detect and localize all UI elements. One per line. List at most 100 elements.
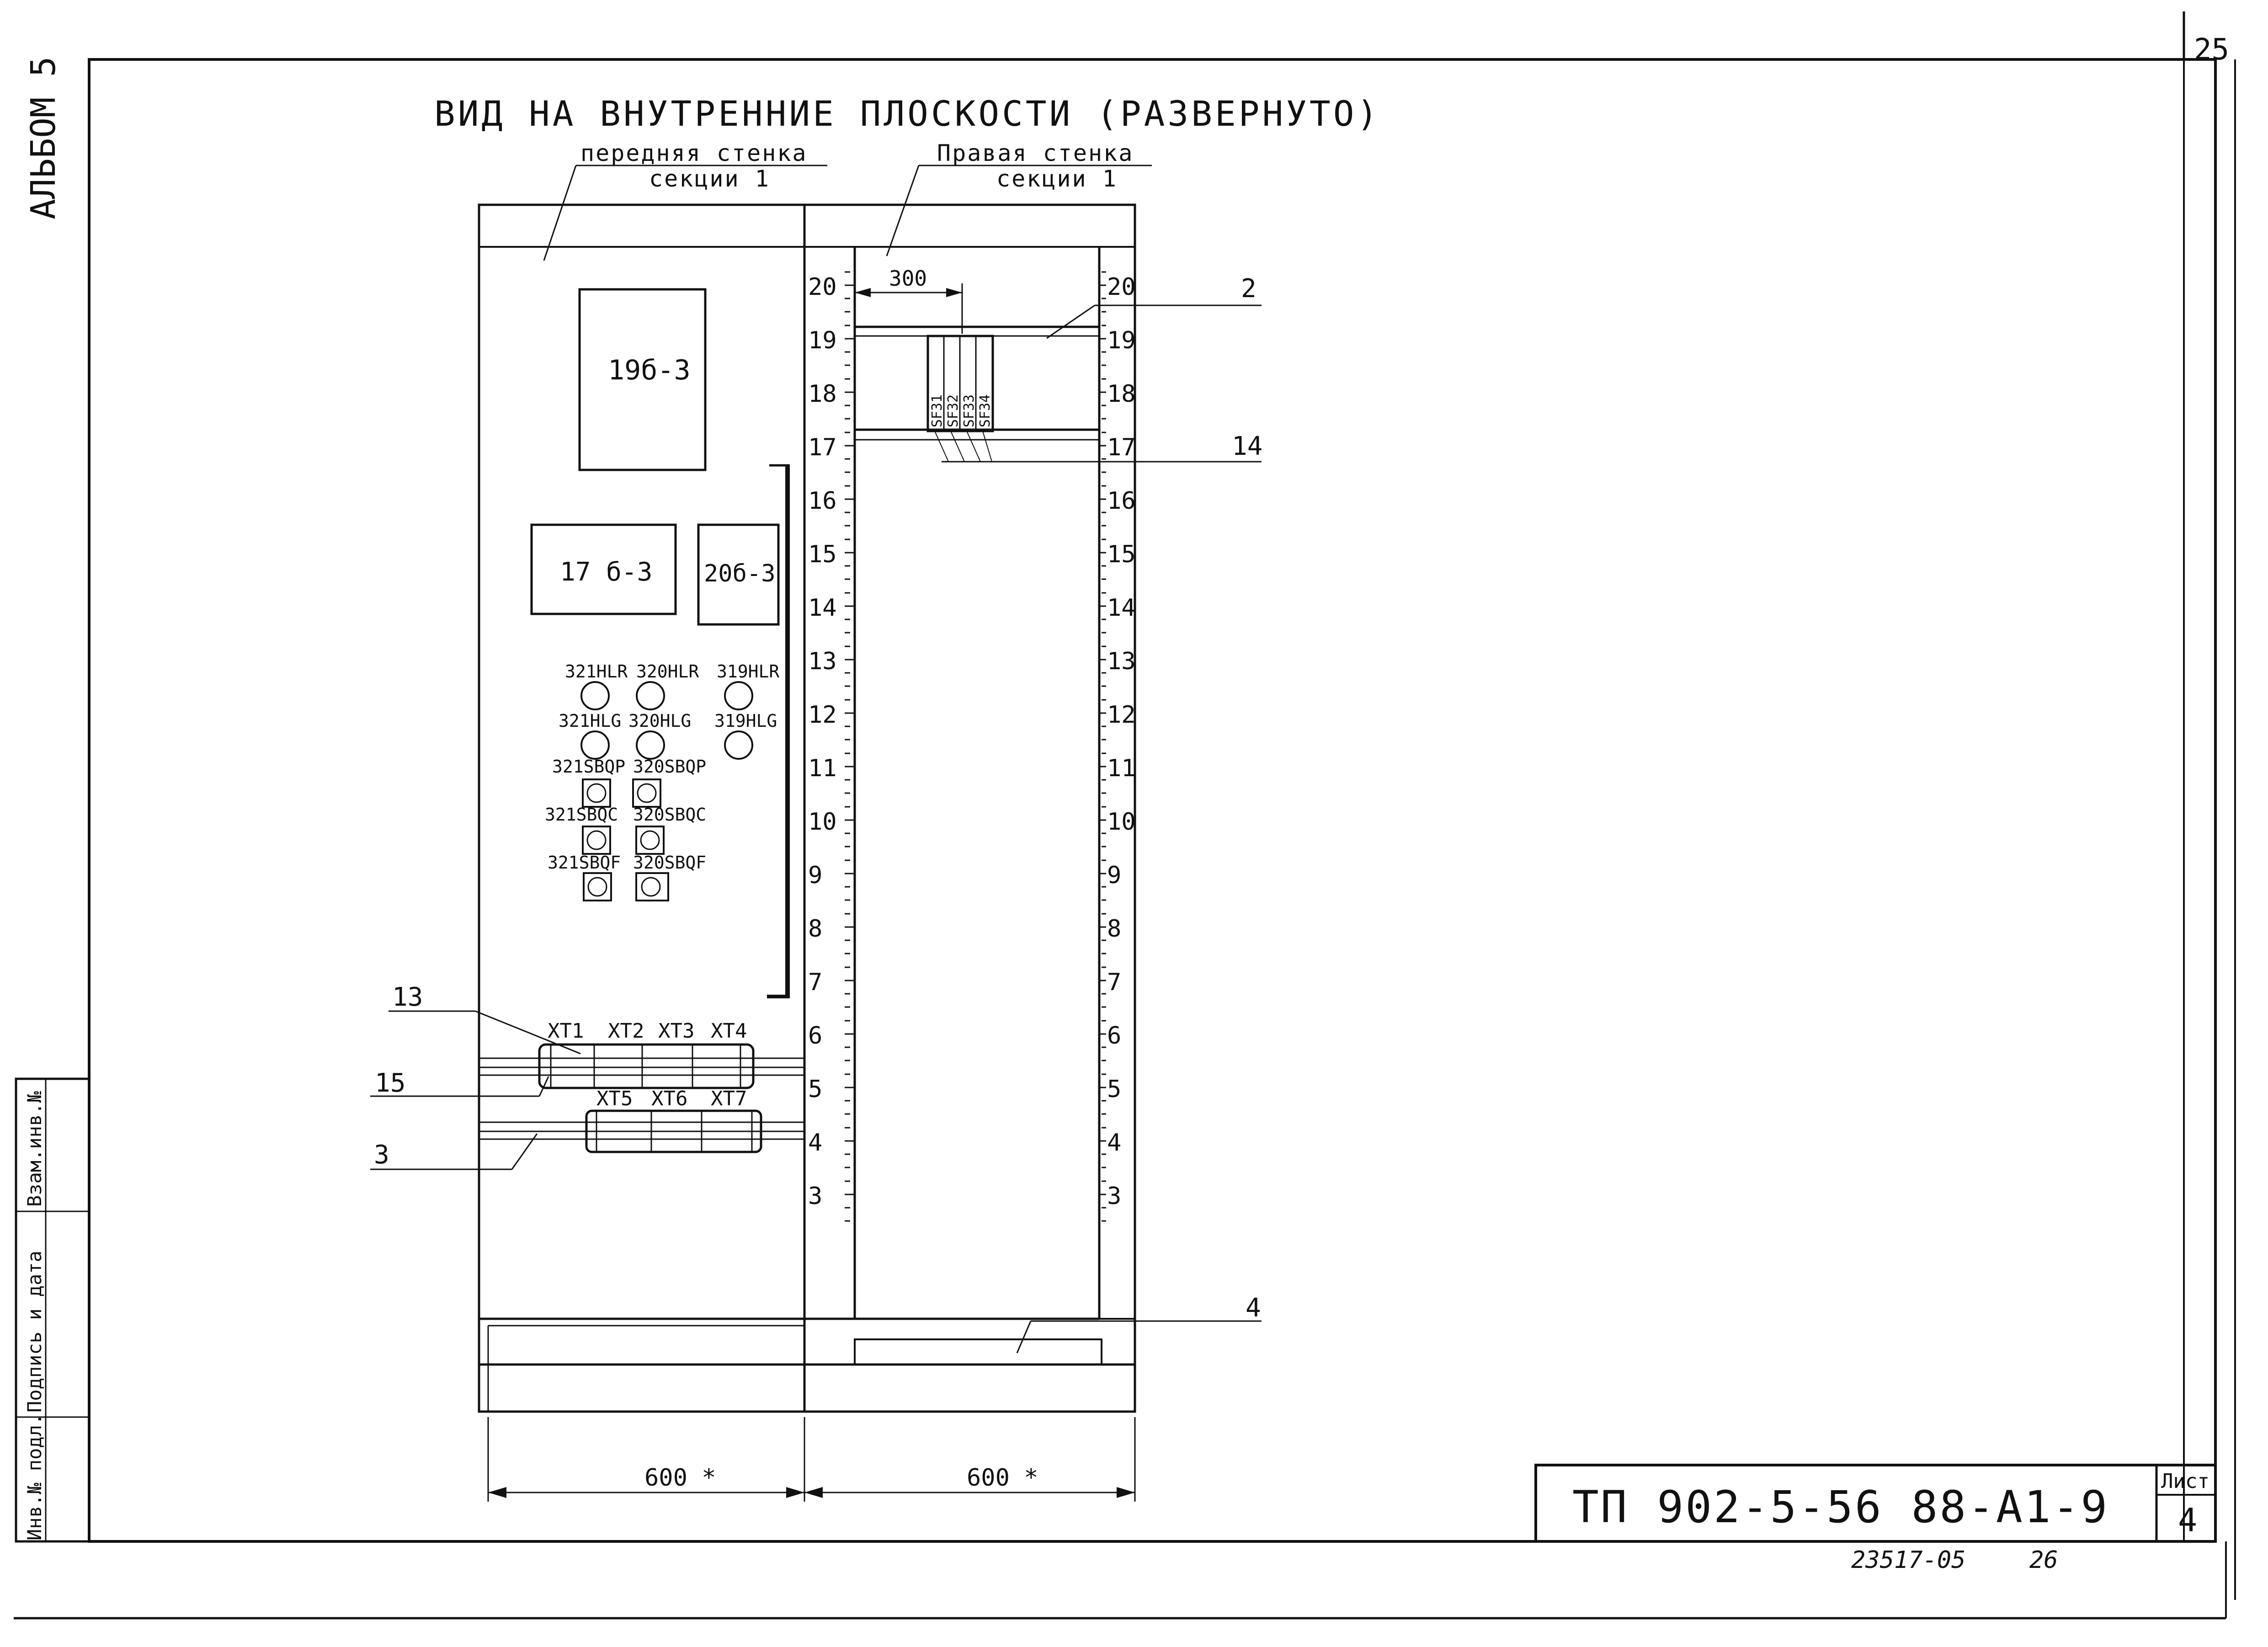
dimension-300: 300 <box>855 266 963 334</box>
stamp-label-vzam: Взам.инв.№ <box>23 1091 46 1207</box>
callout-4: 4 <box>1016 1293 1262 1354</box>
svg-text:321SBQC: 321SBQC <box>545 805 618 825</box>
page-number: 25 <box>2194 33 2229 67</box>
right-wall-label: Правая стенка секции 1 <box>886 140 1152 256</box>
svg-text:4: 4 <box>1246 1293 1261 1323</box>
svg-text:321HLG: 321HLG <box>559 711 621 731</box>
scale-number: 12 <box>808 701 837 729</box>
svg-text:15: 15 <box>375 1068 405 1098</box>
svg-text:XT4: XT4 <box>711 1019 747 1043</box>
svg-text:320SBQF: 320SBQF <box>633 853 706 873</box>
title-block: ТП 902-5-56 88-А1-9 Лист 4 23517-05 26 <box>1534 1464 2217 1574</box>
scale-number: 19 <box>1107 327 1136 354</box>
sheet-frame <box>14 11 2236 1620</box>
scale-number: 16 <box>808 487 837 515</box>
right-wall-rails <box>804 246 1136 1320</box>
scale-number: 13 <box>808 648 837 675</box>
terminal-rail-bottom: XT5 XT6 XT7 <box>479 1087 804 1153</box>
scale-number: 11 <box>1107 755 1136 782</box>
svg-text:319HLG: 319HLG <box>714 711 777 731</box>
scale-number: 3 <box>808 1183 822 1210</box>
breaker-label: SF34 <box>977 394 993 427</box>
svg-text:XT2: XT2 <box>608 1019 644 1043</box>
scale-number: 16 <box>1107 487 1136 515</box>
scale-number: 14 <box>1107 594 1136 622</box>
scale-number: 7 <box>1107 969 1121 996</box>
callout-13: 13 <box>389 982 581 1055</box>
svg-text:600 *: 600 * <box>967 1464 1038 1492</box>
svg-text:320SBQP: 320SBQP <box>633 757 706 777</box>
svg-text:17 б-3: 17 б-3 <box>560 557 652 587</box>
stamp-column: Инв.№ подл. Подпись и дата Взам.инв.№ <box>15 1077 91 1543</box>
scale-number: 4 <box>808 1129 822 1157</box>
callout-15: 15 <box>370 1068 549 1098</box>
device-20b3: 20б-3 <box>697 523 780 626</box>
stamp-label-sign: Подпись и дата <box>23 1251 46 1412</box>
svg-text:секции 1: секции 1 <box>996 165 1118 192</box>
scale-number: 13 <box>1107 648 1136 675</box>
scale-number: 18 <box>1107 380 1136 408</box>
scale-number: 20 <box>808 273 837 301</box>
breaker-label: SF33 <box>961 394 977 427</box>
scale-number: 10 <box>808 808 837 836</box>
svg-text:14: 14 <box>1232 432 1262 461</box>
scale-number: 3 <box>1107 1183 1121 1210</box>
scale-number: 20 <box>1107 273 1136 301</box>
breaker-block: SF31 SF32 SF33 SF34 <box>926 335 1262 463</box>
svg-text:передняя стенка: передняя стенка <box>580 140 808 166</box>
drawing-title: ВИД НА ВНУТРЕННИЕ ПЛОСКОСТИ (РАЗВЕРНУТО) <box>434 93 1380 134</box>
breaker-label: SF32 <box>945 394 961 427</box>
device-17b3: 17 б-3 <box>530 523 677 615</box>
archive-page: 26 <box>2029 1546 2058 1574</box>
scale-number: 6 <box>1107 1022 1121 1050</box>
svg-text:320HLR: 320HLR <box>636 661 699 682</box>
svg-text:20б-3: 20б-3 <box>704 560 776 587</box>
front-wall-label: передняя стенка секции 1 <box>543 140 827 261</box>
lamp-group: 321HLR 320HLR 319HLR 321HLG 320HLG 319HL… <box>559 661 779 760</box>
svg-text:320HLG: 320HLG <box>628 711 691 731</box>
scale-number: 4 <box>1107 1129 1121 1157</box>
scale-number: 6 <box>808 1022 822 1050</box>
scale-number: 5 <box>808 1076 822 1103</box>
svg-text:321SBQF: 321SBQF <box>548 853 621 873</box>
svg-text:Правая стенка: Правая стенка <box>937 140 1134 166</box>
scale-number: 18 <box>808 380 837 408</box>
svg-text:2: 2 <box>1241 274 1256 304</box>
scale-number: 5 <box>1107 1076 1121 1103</box>
scale-number: 8 <box>1107 915 1121 943</box>
svg-text:секции 1: секции 1 <box>649 165 770 192</box>
svg-text:XT5: XT5 <box>596 1087 633 1110</box>
svg-text:13: 13 <box>392 982 423 1012</box>
scale-number: 9 <box>808 862 822 889</box>
scale-number: 15 <box>808 541 837 568</box>
designation: ТП 902-5-56 88-А1-9 <box>1572 1482 2109 1533</box>
scale-number: 7 <box>808 969 822 996</box>
sheet-number: 4 <box>2178 1502 2197 1539</box>
svg-text:XT6: XT6 <box>651 1087 687 1110</box>
archive-number: 23517-05 <box>1851 1546 1965 1574</box>
button-group: 321SBQP 320SBQP 321SBQC 320SBQC 321SBQF … <box>545 757 706 901</box>
callout-2: 2 <box>1046 274 1262 339</box>
svg-text:XT3: XT3 <box>658 1019 694 1043</box>
svg-text:XT7: XT7 <box>711 1087 747 1110</box>
callout-3: 3 <box>370 1133 538 1170</box>
scale-number: 17 <box>1107 434 1136 461</box>
callout-14: 14 <box>1232 432 1262 461</box>
stamp-label-inv: Инв.№ подл. <box>23 1413 46 1540</box>
scale-number: 9 <box>1107 862 1121 889</box>
svg-text:319HLR: 319HLR <box>717 661 779 682</box>
scale-number: 12 <box>1107 701 1136 729</box>
scale-number: 14 <box>808 594 837 622</box>
sheet-label: Лист <box>2161 1470 2209 1493</box>
svg-text:300: 300 <box>889 266 927 291</box>
album-label: АЛЬБОМ 5 <box>24 57 63 219</box>
svg-text:19б-3: 19б-3 <box>608 354 691 386</box>
device-19b3: 19б-3 <box>578 288 707 471</box>
svg-text:3: 3 <box>374 1140 389 1170</box>
breaker-label: SF31 <box>929 394 945 427</box>
svg-text:320SBQC: 320SBQC <box>633 805 706 825</box>
scale-number: 10 <box>1107 808 1136 836</box>
terminal-rail-top: XT1 XT2 XT3 XT4 <box>479 1019 804 1089</box>
